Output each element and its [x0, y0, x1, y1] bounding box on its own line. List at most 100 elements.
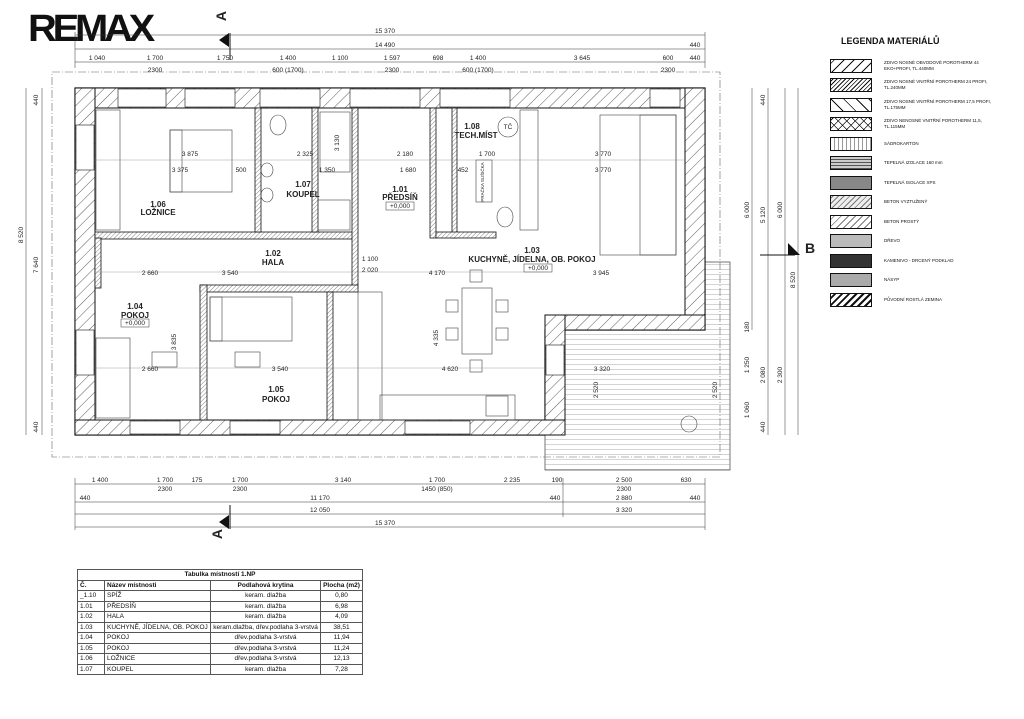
cell: KUCHYNĚ, JÍDELNA, OB. POKOJ: [103, 621, 212, 633]
section-label: A: [209, 529, 225, 539]
dim-text: 8 520: [790, 271, 797, 288]
section-marker-a-bottom: A: [209, 505, 231, 539]
legend-item: SÁDROKARTON: [830, 134, 1020, 154]
swatch-icon: [830, 58, 872, 73]
cell: _1.10: [77, 590, 105, 602]
room-number: 1.04: [127, 302, 143, 311]
dim-text: 3 375: [172, 167, 189, 174]
dim-text: 600: [663, 55, 674, 62]
dim-text: 1 700: [429, 477, 446, 484]
dim-text: 600 (1700): [462, 67, 493, 74]
cell: keram. dlažba: [210, 663, 322, 675]
cell: keram.dlažba, dřev.podlaha 3-vrstvá: [210, 621, 322, 633]
dim-text: 2 880: [616, 495, 633, 502]
cell: HALA: [103, 611, 212, 623]
dim-text: 175: [192, 477, 203, 484]
cell: 1.04: [77, 632, 105, 644]
dim-text: 2300: [233, 486, 248, 493]
dim-text: 3 835: [171, 333, 178, 350]
heat-pump: [497, 116, 519, 138]
kitchen-counter: [357, 291, 383, 421]
dim-text: 12 050: [310, 507, 330, 514]
cell: 1.01: [77, 600, 105, 612]
axis-frame: [51, 71, 721, 458]
section-label: B: [805, 240, 815, 256]
inner-dimensions: 3 875 3 375 2 325 2 180 1 700 3 770 3 77…: [95, 122, 719, 398]
cell: 11,94: [320, 632, 363, 644]
dim-text: 1 700: [157, 477, 174, 484]
room-number: 1.06: [150, 200, 166, 209]
dim-text: 15 370: [375, 520, 395, 527]
swatch-icon: [830, 78, 872, 93]
cell: 7,28: [320, 663, 363, 675]
legend-label: KAMENIVO - DRCENÝ PODKLAD: [884, 257, 954, 263]
room-name: PŘEDSÍŇ: [382, 193, 418, 202]
room-number: 1.08: [464, 122, 480, 131]
dim-text: 440: [33, 421, 40, 432]
section-marker-a-top: A: [213, 11, 231, 60]
dim-text: 2300: [158, 486, 173, 493]
header-cell: Název místnosti: [103, 579, 212, 591]
dim-text: 1 040: [89, 55, 106, 62]
top-dimensions: 15 370 14 490 440 1 040 1 700 1 750 1 40…: [74, 28, 706, 74]
cell: keram. dlažba: [210, 611, 322, 623]
section-marker-b: B: [760, 240, 815, 256]
dim-text: 2 500: [616, 477, 633, 484]
legend-label: NÁSYP: [884, 277, 900, 283]
right-dimensions: 440 6 000 5 120 6 000 8 520 180 1 250 2 …: [744, 88, 799, 435]
remax-logo: REMAX: [28, 8, 155, 50]
cell: 1.03: [77, 621, 105, 633]
dim-text: 6 000: [777, 201, 784, 218]
room-number: 1.01: [392, 185, 408, 194]
toilet-bath: [269, 114, 287, 136]
cell: 0,80: [320, 590, 363, 602]
dim-text: 1 700: [147, 55, 164, 62]
room-labels: 1.06 LOŽNICE 1.07 KOUPEL 1.01 PŘEDSÍŇ +0…: [120, 122, 596, 404]
dim-text: 1 100: [362, 256, 379, 263]
legend-label: ZDIVO NOSNÉ VNITŘNÍ POROTHERM 24 PROFI, …: [884, 79, 988, 91]
dim-text: 1 700: [479, 151, 496, 158]
dim-text: 1 100: [332, 55, 349, 62]
swatch-icon: [830, 136, 872, 151]
dim-text: 3 540: [222, 270, 239, 277]
room-name: LOŽNICE: [140, 208, 176, 217]
cell: POKOJ: [103, 632, 212, 644]
cell: 6,98: [320, 600, 363, 612]
dim-text: 3 770: [595, 167, 612, 174]
heat-pump-label: TČ: [504, 122, 513, 131]
room-name: POKOJ: [121, 311, 149, 320]
dim-text: 2 300: [777, 366, 784, 383]
dim-text: 8 520: [18, 226, 25, 243]
dim-text: 3 770: [595, 151, 612, 158]
room-name: POKOJ: [262, 395, 290, 404]
dim-text: 1 400: [92, 477, 109, 484]
cell: 1.05: [77, 642, 105, 654]
dim-text: 2 180: [397, 151, 414, 158]
dim-text: 180: [744, 321, 751, 332]
dim-text: 1 250: [744, 356, 751, 373]
legend-item: DŘEVO: [830, 232, 1020, 252]
dim-text: 698: [433, 55, 444, 62]
swatch-icon: [830, 234, 872, 249]
dim-text: 6 000: [744, 201, 751, 218]
dining-table: [461, 287, 493, 355]
cell: dřev.podlaha 3-vrstvá: [210, 642, 322, 654]
dim-text: 1 750: [217, 55, 234, 62]
dim-text: 1 060: [744, 401, 751, 418]
cell: SPÍŽ: [103, 590, 212, 602]
table-title: Tabulka místností 1.NP: [77, 569, 363, 581]
dim-text: 190: [552, 477, 563, 484]
dim-text: 2 520: [712, 381, 719, 398]
legend-item: BETON VYZTUŽENÝ: [830, 193, 1020, 213]
legend-item: ZDIVO NOSNÉ VNITŘNÍ POROTHERM 17,5 PROFI…: [830, 95, 1020, 115]
room-table: Tabulka místností 1.NP Č. Název místnost…: [77, 569, 363, 675]
bathtub: [319, 111, 351, 173]
interior-walls: [94, 107, 497, 421]
legend-item: BETON PROSTÝ: [830, 212, 1020, 232]
dim-text: 2300: [148, 67, 163, 74]
cell: 1.06: [77, 653, 105, 665]
dim-text: 3 540: [272, 366, 289, 373]
room-level: +0,000: [390, 203, 410, 210]
